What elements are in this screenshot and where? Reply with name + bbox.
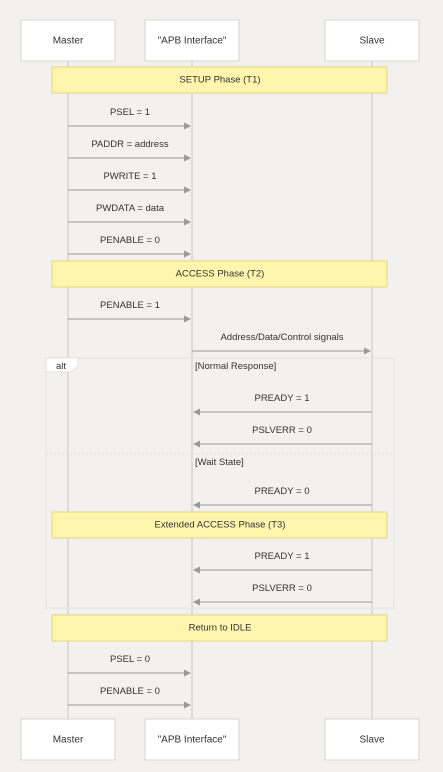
message-label: PREADY = 0 xyxy=(254,486,309,497)
arrowhead-icon xyxy=(193,566,200,574)
message-label: PENABLE = 0 xyxy=(100,235,160,246)
alt-condition-wait: [Wait State] xyxy=(195,457,244,468)
message-8: PSLVERR = 0 xyxy=(193,425,372,448)
actor-slave-bottom[interactable]: Slave xyxy=(324,718,420,761)
message-1: PADDR = address xyxy=(68,139,191,162)
arrowhead-icon xyxy=(184,154,191,162)
arrowhead-icon xyxy=(193,408,200,416)
actor-master-top[interactable]: Master xyxy=(20,19,116,62)
note-idle-label: Return to IDLE xyxy=(189,623,252,634)
arrowhead-icon xyxy=(184,701,191,709)
message-0: PSEL = 1 xyxy=(68,107,191,130)
actor-apb-bottom[interactable]: "APB Interface" xyxy=(144,718,240,761)
message-label: PSEL = 1 xyxy=(110,107,150,118)
alt-fragment: alt [Normal Response] [Wait State] xyxy=(45,357,395,609)
actor-slave-top-label: Slave xyxy=(359,36,384,47)
message-label: Address/Data/Control signals xyxy=(220,332,343,343)
arrowhead-icon xyxy=(184,250,191,258)
note-extended: Extended ACCESS Phase (T3) xyxy=(51,511,388,539)
message-11: PSLVERR = 0 xyxy=(193,583,372,606)
message-10: PREADY = 1 xyxy=(193,551,372,574)
message-13: PENABLE = 0 xyxy=(68,686,191,709)
actor-master-bottom[interactable]: Master xyxy=(20,718,116,761)
actor-apb-top[interactable]: "APB Interface" xyxy=(144,19,240,62)
message-4: PENABLE = 0 xyxy=(68,235,191,258)
note-setup-label: SETUP Phase (T1) xyxy=(179,75,260,86)
arrowhead-icon xyxy=(184,122,191,130)
message-9: PREADY = 0 xyxy=(193,486,372,509)
arrowhead-icon xyxy=(364,347,371,355)
arrowhead-icon xyxy=(184,186,191,194)
message-label: PWRITE = 1 xyxy=(103,171,156,182)
message-6: Address/Data/Control signals xyxy=(192,332,371,355)
alt-label: alt xyxy=(56,361,66,372)
note-idle: Return to IDLE xyxy=(51,614,388,642)
alt-tab xyxy=(45,357,79,373)
arrowhead-icon xyxy=(193,501,200,509)
actor-master-bottom-label: Master xyxy=(53,735,84,746)
message-12: PSEL = 0 xyxy=(68,654,191,677)
arrowhead-icon xyxy=(184,315,191,323)
note-access: ACCESS Phase (T2) xyxy=(51,260,388,288)
arrowhead-icon xyxy=(193,598,200,606)
message-label: PWDATA = data xyxy=(96,203,165,214)
actor-apb-top-label: "APB Interface" xyxy=(158,36,227,47)
arrowhead-icon xyxy=(193,440,200,448)
message-5: PENABLE = 1 xyxy=(68,300,191,323)
actor-slave-top[interactable]: Slave xyxy=(324,19,420,62)
note-setup: SETUP Phase (T1) xyxy=(51,66,388,94)
message-label: PREADY = 1 xyxy=(254,393,309,404)
message-label: PENABLE = 1 xyxy=(100,300,160,311)
actor-master-top-label: Master xyxy=(53,36,84,47)
message-label: PREADY = 1 xyxy=(254,551,309,562)
actor-slave-bottom-label: Slave xyxy=(359,735,384,746)
message-7: PREADY = 1 xyxy=(193,393,372,416)
message-3: PWDATA = data xyxy=(68,203,191,226)
alt-frame xyxy=(45,357,395,609)
arrowhead-icon xyxy=(184,669,191,677)
message-label: PENABLE = 0 xyxy=(100,686,160,697)
actor-apb-bottom-label: "APB Interface" xyxy=(158,735,227,746)
note-extended-label: Extended ACCESS Phase (T3) xyxy=(155,520,286,531)
arrowhead-icon xyxy=(184,218,191,226)
message-label: PADDR = address xyxy=(91,139,168,150)
message-2: PWRITE = 1 xyxy=(68,171,191,194)
alt-condition-normal: [Normal Response] xyxy=(195,361,276,372)
message-label: PSLVERR = 0 xyxy=(252,425,312,436)
message-label: PSLVERR = 0 xyxy=(252,583,312,594)
message-label: PSEL = 0 xyxy=(110,654,150,665)
note-access-label: ACCESS Phase (T2) xyxy=(176,269,265,280)
